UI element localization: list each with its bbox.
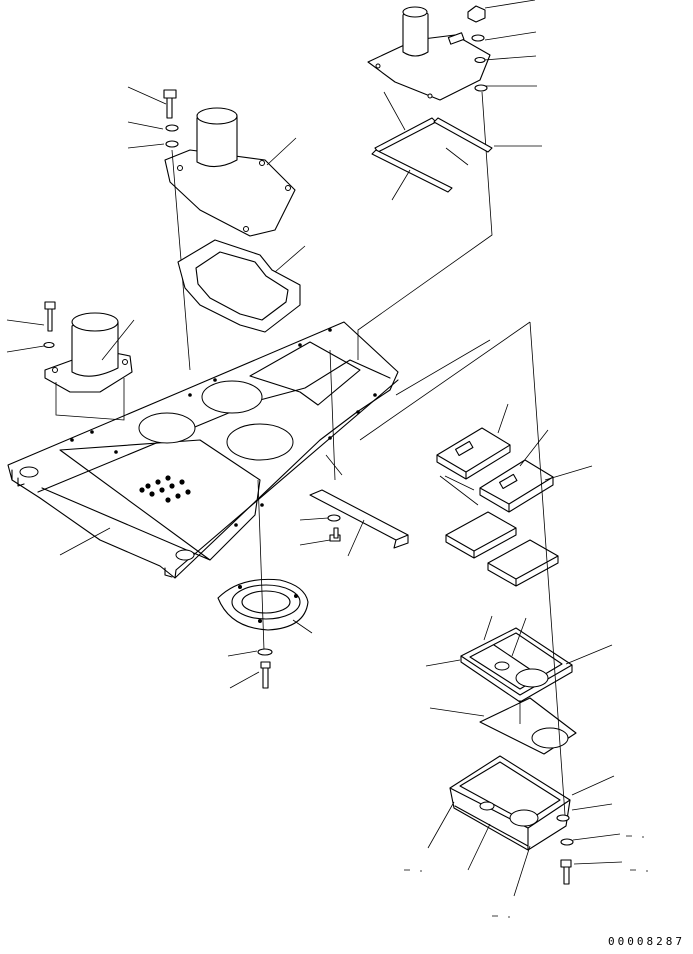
floor-frame [7, 321, 399, 579]
bolt-center [163, 89, 191, 371]
floor-mat [429, 697, 577, 755]
pedal-pads [436, 403, 593, 513]
tube-cover-top-right [367, 0, 537, 101]
tube-cover-center [127, 86, 297, 237]
bolt-bottom [227, 648, 273, 689]
fasteners-top-right [357, 5, 493, 360]
drawing-code: 00008287 [608, 935, 685, 948]
bolt-left [43, 301, 56, 349]
pedal-frame [425, 615, 613, 703]
bolt-right-bottom [359, 321, 623, 885]
bracket [299, 349, 409, 557]
tube-cover-left [6, 312, 135, 421]
callout-marks [404, 835, 648, 918]
under-tray [427, 755, 615, 897]
ring-flange [217, 479, 313, 651]
gasket [177, 239, 306, 333]
mat-pads [445, 511, 559, 587]
seal-strips [371, 91, 542, 201]
